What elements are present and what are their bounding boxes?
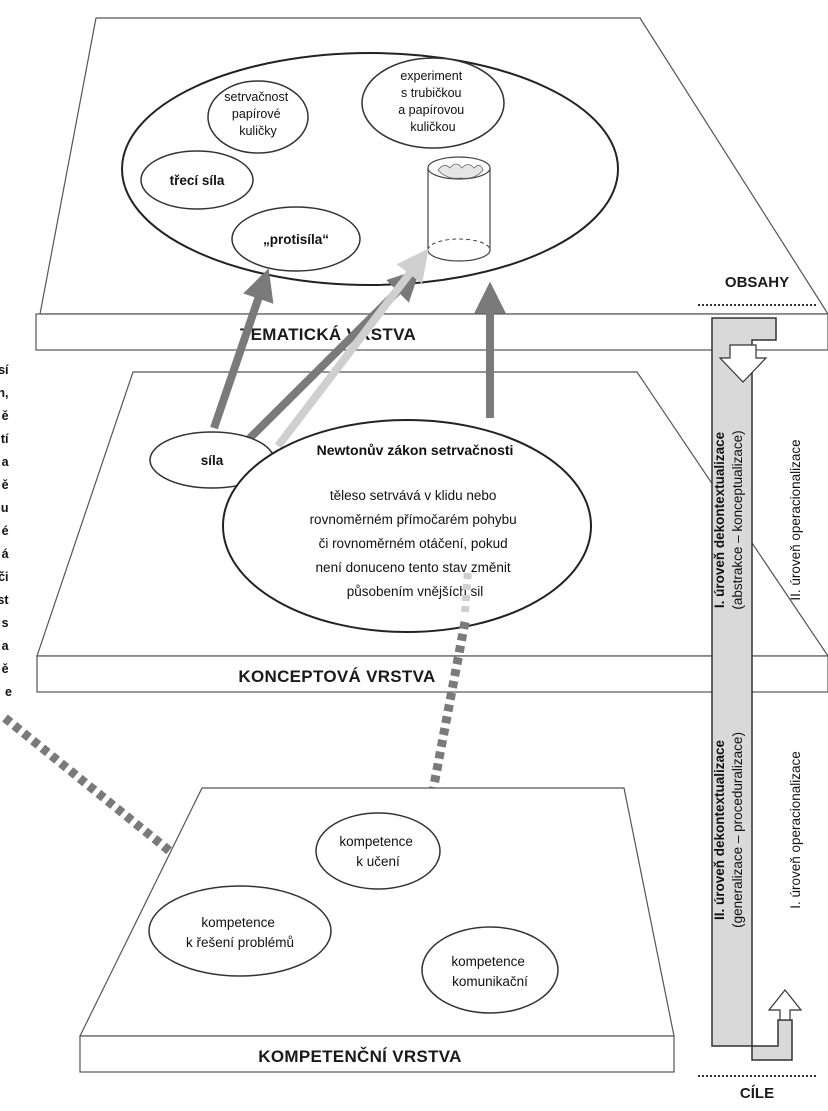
experiment-line-1: experiment — [400, 69, 462, 83]
upper-left-line-2: (abstrakce – konceptualizace) — [730, 430, 745, 609]
cut-line-10: či — [0, 570, 9, 584]
svg-text:kompetence k řešení prob: kompetence k řešení problémů — [186, 915, 294, 950]
node-kompetence-uceni — [315, 812, 441, 890]
svg-text:(generalizace – proceduralizac: (generalizace – proceduralizace) — [730, 732, 745, 928]
left-cut-text: sí n, ě tí a ě u é á či st s a ě e — [0, 363, 12, 699]
cut-line-2: n, — [0, 386, 9, 400]
cut-line-6: ě — [2, 478, 9, 492]
cut-line-11: st — [0, 593, 9, 607]
cut-line-15: e — [5, 685, 12, 699]
konceptova-layer: KONCEPTOVÁ VRSTVA síla Newtonův zákon se… — [36, 248, 828, 693]
komunikacni-line-2: komunikační — [452, 974, 528, 989]
upper-band-shape — [711, 317, 777, 1047]
kompetencni-layer: KOMPETENČNÍ VRSTVA kompetence k učení ko… — [79, 787, 675, 1073]
setrvacnost-line-3: kuličky — [239, 124, 277, 138]
svg-text:experiment s trubičkou: experiment s trubičkou a papírovou kulič… — [398, 69, 468, 134]
zakon-line-5: působením vnějších sil — [347, 584, 484, 599]
setrvacnost-line-1: setrvačnost — [224, 90, 288, 104]
lower-band-shape — [751, 1019, 793, 1061]
node-protisila — [231, 206, 361, 272]
arrow-light-to-experiment — [274, 248, 429, 449]
tematicka-band — [35, 313, 828, 351]
tematicka-layer: TEMATICKÁ VRSTVA setrvačnost papírové ku… — [35, 17, 828, 351]
obsahy-label: OBSAHY — [725, 274, 789, 291]
node-kompetence-komunikacni — [421, 926, 559, 1014]
konceptova-band — [36, 655, 828, 693]
cut-line-7: u — [1, 501, 9, 515]
komunikacni-line-1: kompetence — [451, 954, 525, 969]
reseni-line-2: k řešení problémů — [186, 935, 294, 950]
kompetencni-band — [79, 1035, 675, 1073]
down-arrow-icon — [718, 344, 768, 383]
cut-line-14: ě — [2, 662, 9, 676]
upper-left-line-1: I. úroveň dekontextualizace — [712, 431, 727, 608]
node-newtonuv-zakon — [222, 419, 592, 633]
konceptova-label: KONCEPTOVÁ VRSTVA — [238, 667, 435, 686]
cut-line-9: á — [2, 547, 9, 561]
setrvacnost-line-2: papírové — [232, 107, 281, 121]
svg-text:těleso setrvává v klidu nebo: těleso setrvává v klidu nebo rovnoměrném… — [310, 488, 521, 599]
node-experiment — [361, 57, 505, 149]
side-panel: OBSAHY I. úroveň dekontextualizace (abst… — [698, 274, 818, 1102]
zakon-line-2: rovnoměrném přímočarém pohybu — [310, 512, 517, 527]
node-setrvacnost — [207, 80, 309, 154]
zakon-line-1: těleso setrvává v klidu nebo — [330, 488, 497, 503]
kompetencni-label: KOMPETENČNÍ VRSTVA — [258, 1047, 461, 1066]
zakon-line-4: není donuceno tento stav změnit — [316, 560, 511, 575]
cut-line-3: ě — [2, 409, 9, 423]
svg-text:setrvačnost papírové: setrvačnost papírové kuličky — [224, 90, 291, 138]
svg-text:I. úroveň dekontextualizace: I. úroveň dekontextualizace — [712, 431, 727, 608]
node-treci-sila — [140, 150, 254, 210]
cut-line-1: sí — [0, 363, 9, 377]
uceni-line-2: k učení — [356, 854, 400, 869]
cile-label: CÍLE — [740, 1085, 774, 1102]
cut-line-8: é — [2, 524, 9, 538]
svg-text:sí n, ě tí: sí n, ě tí a ě u é á či st s a ě e — [0, 363, 12, 699]
cut-line-4: tí — [1, 432, 9, 446]
treci-sila-label: třecí síla — [170, 173, 225, 188]
cut-line-12: s — [2, 616, 9, 630]
protisila-label: „protisíla“ — [263, 232, 329, 247]
arrow-sila-to-treci — [210, 268, 274, 430]
node-kompetence-reseni — [148, 885, 332, 977]
reseni-line-1: kompetence — [201, 915, 275, 930]
experiment-line-3: a papírovou — [398, 103, 464, 117]
dotted-light-segment — [461, 569, 472, 613]
svg-text:kompetence komunikační: kompetence komunikační — [451, 954, 528, 989]
lower-left-line-2: (generalizace – proceduralizace) — [730, 732, 745, 928]
cut-line-13: a — [2, 639, 10, 653]
lower-right-text: I. úroveň operacionalizace — [788, 751, 803, 909]
upper-right-text: II. úroveň operacionalizace — [788, 439, 803, 600]
uceni-line-1: kompetence — [339, 834, 413, 849]
zakon-title: Newtonův zákon setrvačnosti — [317, 442, 514, 458]
svg-text:kompetence k učení: kompetence k učení — [339, 834, 416, 869]
sila-label: síla — [201, 453, 224, 468]
cut-line-5: a — [2, 455, 10, 469]
svg-text:(abstrakce – konceptualizace): (abstrakce – konceptualizace) — [730, 430, 745, 609]
experiment-line-4: kuličkou — [410, 120, 455, 134]
experiment-line-2: s trubičkou — [401, 86, 461, 100]
lower-left-line-1: II. úroveň dekontextualizace — [712, 739, 727, 920]
svg-text:II. úroveň dekontextualizace: II. úroveň dekontextualizace — [712, 739, 727, 920]
up-arrow-icon — [767, 989, 803, 1021]
tematicka-label: TEMATICKÁ VRSTVA — [240, 325, 416, 344]
zakon-line-3: či rovnoměrném otáčení, pokud — [319, 536, 508, 551]
tube-illustration — [427, 156, 491, 262]
